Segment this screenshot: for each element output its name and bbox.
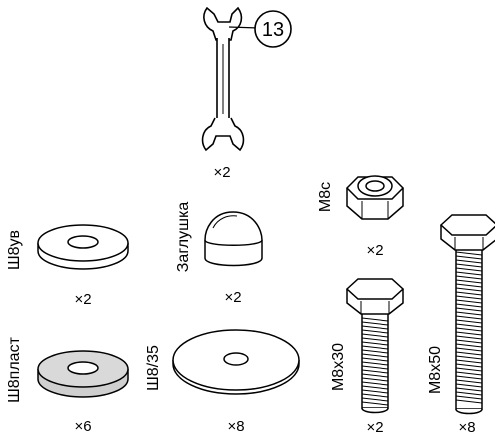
- bolt-m8x50-qty: ×8: [458, 419, 475, 436]
- washer-sh8-35-label: Ш8/35: [145, 345, 162, 391]
- cap-zaglushka-qty: ×2: [224, 289, 241, 306]
- wrench-size-label: 13: [262, 19, 284, 41]
- washer-sh8uv-icon: [37, 224, 129, 270]
- washer-sh8-35-icon: [172, 329, 300, 395]
- washer-sh8plast-qty: ×6: [74, 418, 91, 435]
- nut-m8c-label: M8c: [317, 182, 334, 212]
- bolt-m8x50-label: M8x50: [427, 346, 444, 394]
- washer-sh8plast-label: Ш8пласт: [6, 336, 23, 402]
- washer-sh8uv-label: Ш8ув: [6, 230, 23, 270]
- washer-sh8uv-qty: ×2: [74, 291, 91, 308]
- washer-sh8-35-qty: ×8: [227, 418, 244, 435]
- cap-zaglushka-icon: [204, 211, 263, 267]
- washer-sh8plast-icon: [37, 350, 129, 398]
- bolt-m8x30-qty: ×2: [366, 419, 383, 436]
- wrench-icon: [201, 6, 245, 152]
- cap-zaglushka-label: Заглушка: [175, 202, 192, 273]
- nut-m8c-icon: [345, 175, 405, 220]
- bolt-m8x30-icon: [345, 278, 405, 414]
- nut-m8c-qty: ×2: [366, 242, 383, 259]
- bolt-m8x30-label: M8x30: [330, 343, 347, 391]
- bolt-m8x50-icon: [439, 214, 495, 415]
- wrench-qty: ×2: [213, 164, 230, 181]
- wrench-size-badge: 13: [228, 10, 292, 48]
